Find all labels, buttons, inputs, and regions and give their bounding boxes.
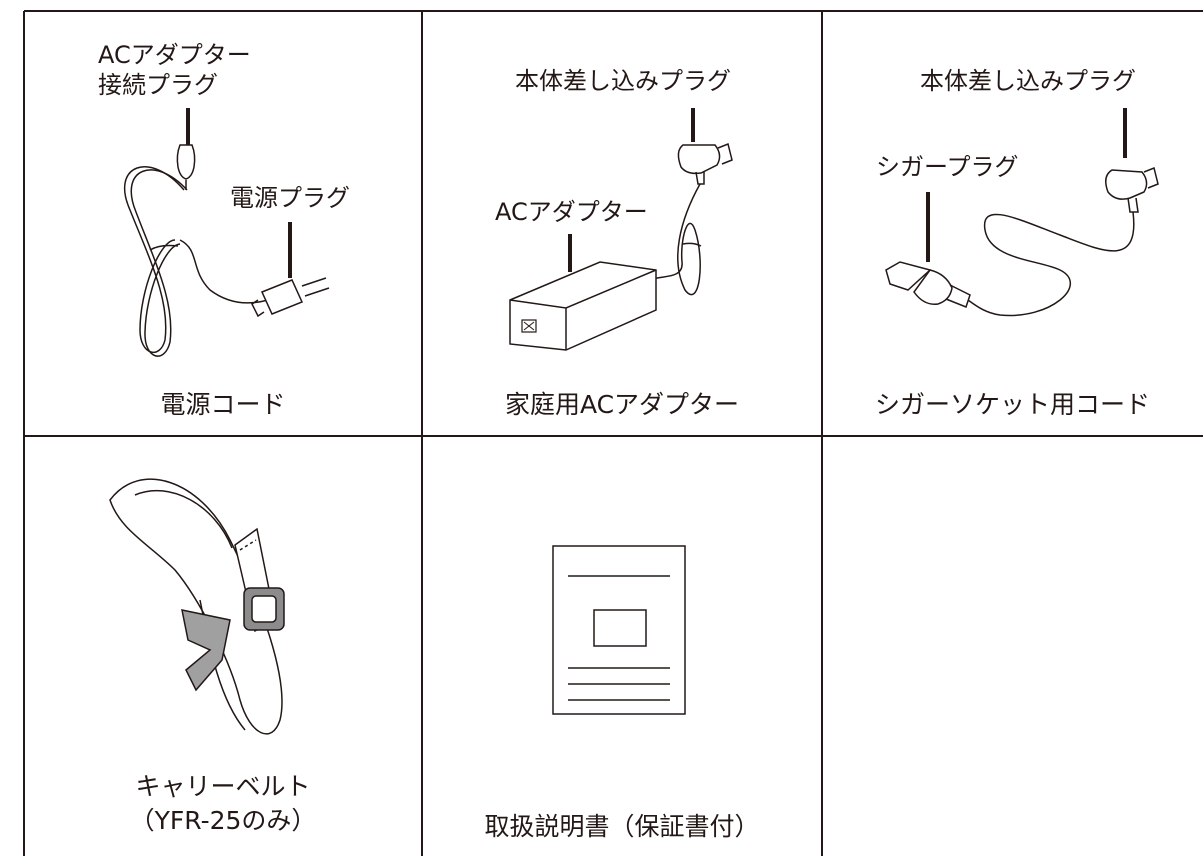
carry-belt-illustration bbox=[109, 478, 285, 735]
ac-adapter-label: ACアダプター bbox=[495, 198, 648, 226]
cigar-plug-label: シガープラグ bbox=[876, 153, 1019, 181]
carry-belt-caption: キャリーベルト （YFR-25のみ） bbox=[24, 770, 422, 838]
ac-adapter-illustration bbox=[509, 108, 733, 351]
body-plug-label-1: 本体差し込みプラグ bbox=[515, 67, 731, 95]
manual-illustration bbox=[552, 545, 686, 715]
power-cord-caption: 電源コード bbox=[160, 390, 286, 419]
carry-belt-caption-line-1: キャリーベルト bbox=[135, 772, 311, 801]
cigar-cord-caption: シガーソケット用コード bbox=[874, 390, 1150, 419]
ac-adapter-caption: 家庭用ACアダプター bbox=[504, 390, 740, 419]
carry-belt-caption-line-2: （YFR-25のみ） bbox=[129, 806, 317, 835]
connector-plug-label-line-2: 接続プラグ bbox=[98, 71, 218, 99]
power-cord-illustration bbox=[124, 108, 330, 357]
body-plug-label-2: 本体差し込みプラグ bbox=[920, 67, 1136, 95]
cigar-cord-illustration bbox=[885, 108, 1159, 317]
connector-plug-label: ACアダプター 接続プラグ bbox=[98, 40, 251, 100]
connector-plug-label-line-1: ACアダプター bbox=[98, 41, 251, 69]
manual-caption: 取扱説明書（保証書付） bbox=[484, 812, 760, 841]
power-plug-label: 電源プラグ bbox=[230, 184, 350, 212]
